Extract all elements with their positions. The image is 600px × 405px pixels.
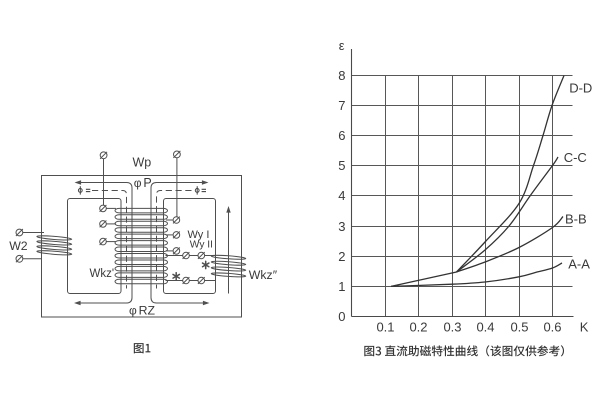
svg-text:5: 5	[338, 158, 345, 173]
svg-text:ε: ε	[339, 38, 345, 53]
svg-text:0.4: 0.4	[476, 320, 494, 335]
svg-text:B-B: B-B	[565, 212, 587, 227]
svg-text:A-A: A-A	[568, 257, 590, 272]
svg-text:C-C: C-C	[564, 150, 587, 165]
svg-text:0.6: 0.6	[543, 320, 561, 335]
svg-text:2: 2	[338, 249, 345, 264]
svg-text:RZ: RZ	[139, 304, 156, 318]
svg-text:6: 6	[338, 128, 345, 143]
svg-text:3: 3	[338, 219, 345, 234]
svg-text:0.2: 0.2	[409, 320, 427, 335]
svg-text:0.3: 0.3	[443, 320, 461, 335]
svg-text:W2: W2	[9, 239, 28, 253]
svg-text:D-D: D-D	[569, 81, 592, 96]
svg-text:K: K	[580, 320, 589, 335]
svg-text:φ: φ	[134, 176, 142, 190]
svg-text:0: 0	[338, 309, 345, 324]
svg-text:4: 4	[338, 188, 345, 203]
svg-text:Wp: Wp	[133, 156, 152, 170]
svg-text:0.5: 0.5	[510, 320, 528, 335]
svg-text:Wkz″: Wkz″	[249, 268, 278, 282]
svg-text:8: 8	[338, 68, 345, 83]
svg-text:1: 1	[338, 279, 345, 294]
svg-text:Wkz': Wkz'	[90, 268, 115, 280]
svg-text:P: P	[143, 176, 151, 190]
svg-text:Wy II: Wy II	[190, 240, 213, 251]
svg-text:0.1: 0.1	[376, 320, 394, 335]
svg-text:7: 7	[338, 98, 345, 113]
svg-text:Wy I: Wy I	[188, 229, 210, 241]
svg-text:φ: φ	[129, 304, 137, 318]
